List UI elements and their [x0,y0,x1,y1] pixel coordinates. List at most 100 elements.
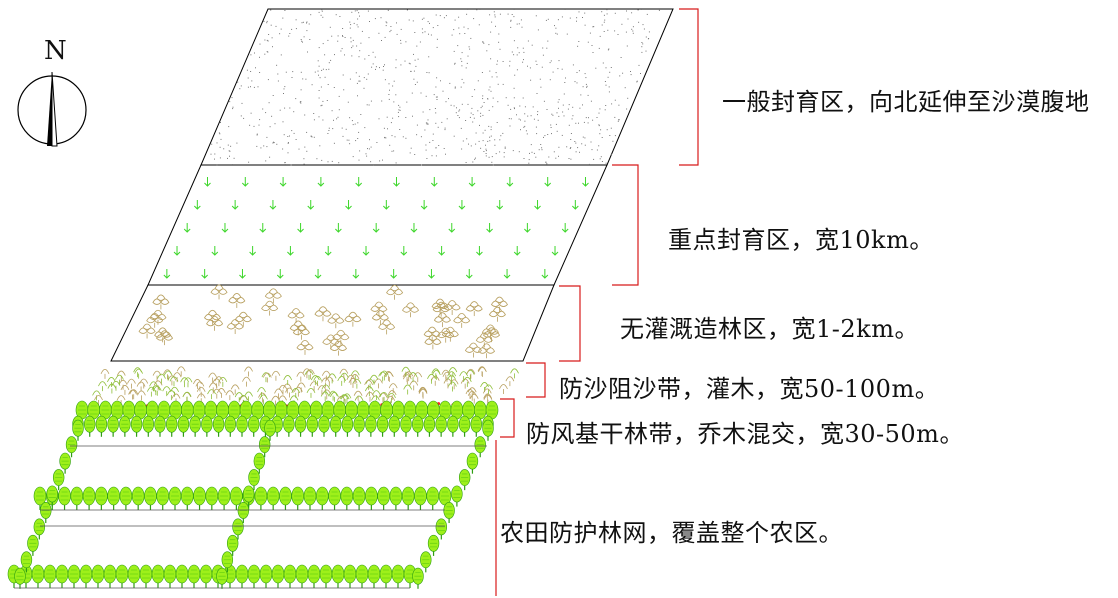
sand-dot [531,44,533,46]
sand-dot [398,109,400,111]
shrub [283,375,293,385]
sand-dot [584,144,586,146]
sand-dot [482,41,484,43]
sand-dot [436,99,438,100]
sand-dot [218,132,220,134]
sand-dot [306,30,308,32]
sand-dot [293,132,295,134]
sand-dot [302,41,303,43]
sand-dot [564,9,566,10]
sand-dot [216,164,218,166]
sand-dot [310,14,312,16]
grass-symbol [241,177,249,187]
sand-dot [463,26,465,28]
sand-dot [391,150,393,152]
sand-dot [268,102,270,104]
shrub [466,368,476,379]
sand-dot [288,35,290,37]
sand-dot [414,32,416,33]
sand-dot [558,155,559,157]
sand-dot [614,135,616,137]
shrub [157,373,166,384]
sand-dot [306,150,308,152]
shrub [230,384,240,395]
sand-dot [543,136,544,138]
shrub [195,381,205,392]
tree [330,415,342,437]
tree [242,485,255,507]
sand-dot [465,162,467,163]
sand-dot [338,95,340,97]
sand-dot [219,133,221,135]
sand-dot [584,137,586,139]
shrub [291,388,301,398]
sand-dot [576,82,578,84]
sand-dot [581,143,583,145]
sand-dot [259,56,260,58]
sand-dot [324,76,326,78]
sand-dot [272,142,274,144]
sand-dot [572,64,574,66]
zone-afforestation-outline [110,284,555,362]
sand-dot [566,33,568,35]
sand-dot [449,82,451,84]
sand-dot [520,129,521,131]
grass-symbol [269,200,277,210]
sand-dot [277,73,279,75]
sand-dot [389,89,390,91]
sand-dot [516,23,518,25]
sand-dot [607,76,609,78]
sand-dot [570,147,572,148]
sand-dot [461,103,463,105]
sand-dot [240,115,242,117]
sand-dot [605,67,607,69]
tree [201,415,213,437]
sand-dot [599,108,601,110]
sand-dot [429,109,431,111]
sand-dot [425,95,427,97]
sand-dot [295,98,297,100]
bush [386,284,404,300]
sand-dot [488,89,490,91]
grass-symbol [428,269,435,279]
sand-dot [498,41,500,43]
sand-dot [497,60,498,62]
sand-dot [516,54,518,56]
sand-dot [565,77,566,79]
sand-dot [558,107,559,109]
sand-dot [522,61,524,63]
sand-dot [289,135,290,137]
sand-dot [427,119,429,121]
shrub [167,390,176,401]
sand-dot [450,104,452,106]
sand-dot [395,59,397,61]
sand-dot [511,14,513,15]
sand-dot [645,50,647,52]
sand-dot [577,147,579,149]
bush [370,301,388,317]
sand-barrier-shrubs [88,366,519,410]
sand-dot [516,114,517,116]
shrub [98,381,107,392]
sand-dot [326,100,328,101]
shrub [152,385,162,396]
sand-dot [461,78,463,80]
tree [485,400,499,424]
sand-dot [328,130,330,131]
sand-dot [563,93,565,95]
sand-dot [489,86,491,88]
grass-symbol [524,223,531,233]
grass-symbol [201,269,209,279]
sand-dot [490,129,492,131]
sand-dot [513,54,515,56]
tree [31,564,45,588]
sand-dot [504,146,506,148]
sand-dot [387,128,388,130]
sand-dot [210,153,212,155]
sand-dot [280,28,282,30]
shrub [137,390,146,401]
sand-dot [466,138,468,140]
sand-dot [596,117,598,118]
tree [391,564,405,588]
sand-dot [489,14,491,16]
